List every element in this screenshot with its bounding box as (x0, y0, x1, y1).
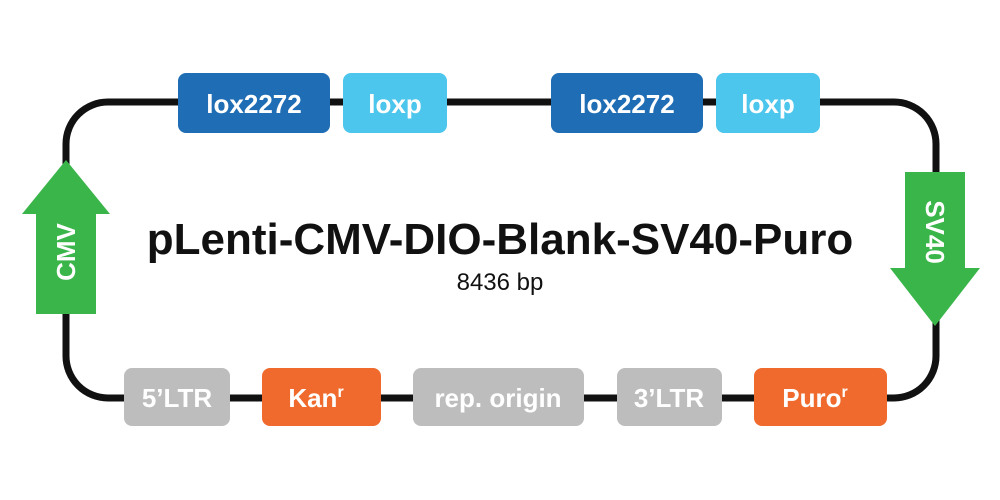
feature-label: 5’LTR (142, 383, 213, 413)
feature-puro-resistance: Puror (754, 368, 887, 426)
feature-lox2272-1: lox2272 (178, 73, 330, 133)
feature-label-superscript: r (842, 384, 848, 401)
feature-label: SV40 (920, 200, 950, 264)
feature-label-superscript: r (337, 384, 343, 401)
feature-label: lox2272 (579, 89, 674, 119)
feature-lox2272-2: lox2272 (551, 73, 703, 133)
feature-loxp-2: loxp (716, 73, 820, 133)
feature-label: rep. origin (434, 383, 561, 413)
plasmid-size: 8436 bp (457, 269, 544, 296)
feature-3ltr: 3’LTR (617, 368, 722, 426)
feature-label: lox2272 (206, 89, 301, 119)
plasmid-title: pLenti-CMV-DIO-Blank-SV40-Puro (147, 215, 854, 264)
feature-loxp-1: loxp (343, 73, 447, 133)
feature-label: loxp (741, 89, 794, 119)
feature-label: loxp (368, 89, 421, 119)
feature-label-main: Puro (782, 383, 841, 413)
feature-label: 3’LTR (634, 383, 705, 413)
feature-kan-resistance: Kanr (262, 368, 381, 426)
feature-label: CMV (51, 222, 81, 280)
cmv-promoter-arrow: CMV (22, 160, 110, 314)
feature-label-main: Kan (288, 383, 337, 413)
feature-label: Puror (782, 383, 847, 413)
feature-rep-origin: rep. origin (413, 368, 584, 426)
sv40-promoter-arrow: SV40 (890, 172, 980, 326)
feature-5ltr: 5’LTR (124, 368, 230, 426)
feature-label: Kanr (288, 383, 343, 413)
